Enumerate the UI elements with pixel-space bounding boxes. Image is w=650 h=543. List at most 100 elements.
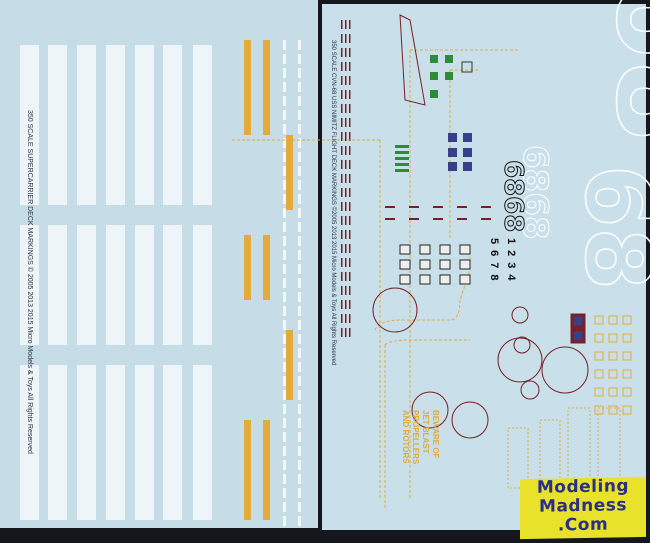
maroon-bar [385,206,395,208]
maroon-dash [349,62,351,71]
maroon-dash [341,244,343,253]
white-stripe [20,225,39,345]
yellow-outline-square [622,315,632,325]
maroon-circle [451,401,489,439]
maroon-dash [341,62,343,71]
maroon-dash [349,230,351,239]
white-dash [283,68,286,78]
maroon-bar [409,206,419,208]
maroon-dash [341,20,343,29]
white-dash [283,264,286,274]
maroon-dash [345,286,347,295]
white-dash [283,446,286,456]
yellow-outline-square [622,387,632,397]
white-dash [283,208,286,218]
small-circle [511,306,529,324]
maroon-dash [341,90,343,99]
maroon-dash [349,272,351,281]
white-dash [298,264,301,274]
white-dash [298,334,301,344]
outline-square [461,61,473,73]
dashed-box [507,427,529,489]
blue-flag-square [463,148,472,157]
maroon-dash [349,314,351,323]
white-dash [298,292,301,302]
modeling-madness-logo: Modeling Madness .Com [520,476,646,540]
white-dash [283,376,286,386]
maroon-dash [345,20,347,29]
maroon-dash [341,146,343,155]
white-stripe [193,365,212,520]
yellow-stripe [286,330,293,400]
white-dash [298,110,301,120]
jet-blast-warning: BEWARE OF JET BLAST PROPELLERS AND ROTOR… [401,410,440,465]
arrow-marker [419,259,431,270]
white-dash [298,432,301,442]
maroon-outline-shape [399,14,426,106]
white-stripe [48,365,67,520]
yellow-stripe [244,235,251,300]
yellow-outline-square [594,387,604,397]
yellow-stripe [244,40,251,135]
white-dash [283,292,286,302]
white-dash [298,278,301,288]
maroon-dash [341,202,343,211]
green-bar [395,163,409,166]
maroon-dash [345,230,347,239]
yellow-outline-square [622,333,632,343]
white-dash [298,250,301,260]
maroon-dash [341,118,343,127]
maroon-circle [372,287,418,333]
maroon-dash [349,328,351,337]
white-dash [283,222,286,232]
maroon-bar [433,218,443,220]
white-dash [283,138,286,148]
arrow-marker [399,274,411,285]
white-dash [298,96,301,106]
white-dash [283,362,286,372]
white-stripe [20,365,39,520]
maroon-dash [349,258,351,267]
white-dash [283,110,286,120]
maroon-dash [349,188,351,197]
white-dash [283,334,286,344]
yellow-outline-square [594,369,604,379]
green-bar [395,151,409,154]
white-dash [283,502,286,512]
white-dash [298,418,301,428]
white-stripe [135,225,154,345]
yellow-outline-square [608,405,618,415]
maroon-dash [345,132,347,141]
white-stripe [135,365,154,520]
white-dash [298,404,301,414]
white-dash [298,320,301,330]
green-bar [395,145,409,148]
maroon-circle [497,337,543,383]
maroon-dash [341,328,343,337]
maroon-dash [345,90,347,99]
white-dash [298,362,301,372]
white-dash [298,460,301,470]
white-dash [298,208,301,218]
outline-numbers: 6868 [498,160,529,233]
white-dash [298,82,301,92]
maroon-dash [345,300,347,309]
white-dash [298,124,301,134]
green-square [430,90,438,98]
blue-flag-square [448,148,457,157]
white-stripe [193,225,212,345]
maroon-dash [341,314,343,323]
maroon-dash [349,160,351,169]
arrow-marker [439,244,451,255]
white-stripe [48,225,67,345]
maroon-dash [349,174,351,183]
white-stripe [193,45,212,205]
white-dash [298,40,301,50]
white-stripe [77,45,96,205]
arrow-marker [419,274,431,285]
maroon-circle [411,391,449,429]
white-dash [283,82,286,92]
maroon-dash [349,286,351,295]
yellow-outline-square [594,351,604,361]
yellow-outline-square [608,369,618,379]
